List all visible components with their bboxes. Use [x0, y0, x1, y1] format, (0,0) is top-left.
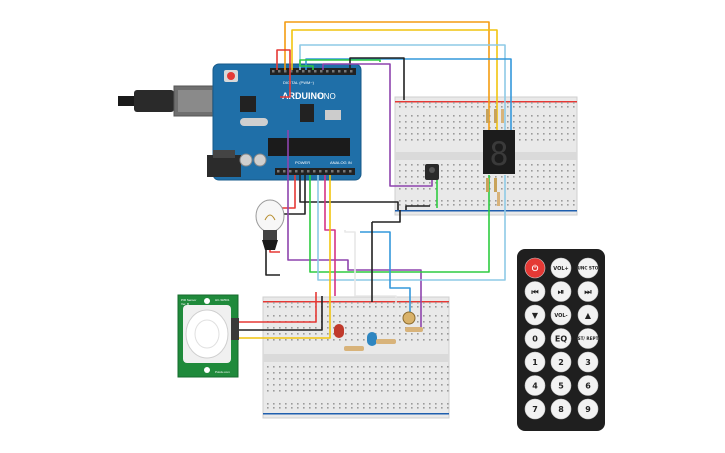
blue-led [367, 332, 377, 346]
arduino-uno-board: ARDUINO UNO DIGITAL (PWM~) POWER ANALOG … [207, 63, 362, 181]
remote-button-label: ⏯ [558, 287, 564, 296]
remote-button-16[interactable] [550, 375, 572, 396]
remote-button-5[interactable] [577, 281, 599, 302]
breadboard-bottom [262, 296, 450, 419]
remote-button-label: ▲ [585, 311, 592, 320]
wire-light-blue [299, 44, 506, 135]
pir-footer: Pololu.com [215, 370, 230, 374]
remote-button-label: VOL+ [553, 266, 568, 272]
wire-green-long [309, 175, 490, 273]
remote-button-label: 2 [558, 358, 564, 367]
remote-button-label: 7 [532, 405, 538, 414]
light-bulb [255, 199, 285, 250]
remote-button-label: 5 [558, 381, 564, 390]
analog-header-label: ANALOG IN [330, 160, 352, 165]
seven-segment-display: 8 [483, 109, 515, 192]
wire-black-lamp [299, 175, 399, 210]
remote-button-3[interactable] [524, 281, 546, 302]
remote-button-label: ST/ REPT [578, 336, 599, 341]
remote-button-9[interactable] [524, 328, 546, 349]
remote-button-14[interactable] [577, 351, 599, 373]
remote-button-label: ⏮ [531, 287, 538, 296]
wire-green-top [299, 59, 381, 70]
pir-subtitle: Ver. B [181, 302, 189, 306]
remote-button-19[interactable] [550, 398, 572, 420]
wire-purple-top [322, 63, 433, 187]
remote-button-13[interactable] [550, 351, 572, 373]
pir-model: HC-SR501 [215, 298, 230, 302]
remote-button-15[interactable] [524, 375, 546, 396]
remote-button-10[interactable] [550, 328, 572, 349]
remote-button-6[interactable] [524, 304, 546, 326]
wire-black-right [372, 210, 401, 223]
remote-button-label: ⏻ [532, 264, 539, 273]
remote-button-0[interactable] [524, 257, 546, 279]
power-header-label: POWER [295, 160, 310, 165]
wire-white [344, 230, 397, 330]
wire-blue-bottom [360, 231, 411, 320]
remote-button-label: ⏭ [584, 287, 592, 296]
wire-black-bb-top [405, 205, 430, 210]
photoresistor [402, 311, 416, 325]
arduino-brand-label: ARDUINO [282, 91, 324, 101]
remote-button-label: VOL- [554, 313, 567, 319]
remote-button-11[interactable] [577, 328, 599, 349]
remote-button-2[interactable] [577, 257, 599, 279]
remote-button-label: 4 [532, 381, 538, 390]
remote-button-18[interactable] [524, 398, 546, 420]
wires [238, 21, 512, 339]
usb-cable [118, 85, 217, 117]
remote-button-label: FUNC STOP [575, 265, 602, 270]
wire-light-blue-long [317, 175, 506, 281]
remote-button-label: 0 [532, 334, 538, 343]
remote-button-label: 1 [532, 358, 538, 367]
remote-button-4[interactable] [550, 281, 572, 302]
ir-receiver [425, 164, 439, 180]
remote-button-8[interactable] [577, 304, 599, 326]
wire-black-pir [238, 296, 323, 331]
wire-red-pir [238, 292, 317, 323]
remote-button-12[interactable] [524, 351, 546, 373]
remote-button-7[interactable] [550, 304, 572, 326]
red-led [334, 324, 344, 338]
wire-yellow [291, 29, 498, 135]
wire-orange [284, 21, 490, 135]
arduino-model-label: UNO [318, 92, 336, 101]
pir-sensor: PIR Sensor Ver. B HC-SR501 Pololu.com [177, 294, 239, 378]
remote-button-label: EQ [555, 334, 567, 343]
remote-button-17[interactable] [577, 375, 599, 396]
remote-button-label: 3 [585, 358, 591, 367]
wire-yellow-pir [238, 175, 331, 339]
wire-blue [305, 58, 512, 140]
remote-button-1[interactable] [550, 257, 572, 279]
remote-button-label: 8 [558, 405, 564, 414]
remote-button-label: ▼ [532, 311, 539, 320]
remote-button-label: 9 [585, 405, 591, 414]
ir-remote: ⏻ VOL+ FUNC STOP ⏮ ⏯ ⏭ ▼ VOL- ▲ 0 EQ ST/ REPT 1 2 3 4 5 6… [517, 249, 605, 431]
wire-red [276, 49, 291, 98]
segment-digit: 8 [489, 135, 508, 173]
pir-title: PIR Sensor [181, 298, 196, 302]
remote-button-20[interactable] [577, 398, 599, 420]
reset-button[interactable] [227, 72, 235, 80]
resistors [344, 109, 504, 351]
digital-header-label: DIGITAL (PWM~) [283, 80, 315, 85]
remote-button-label: 6 [585, 381, 591, 390]
